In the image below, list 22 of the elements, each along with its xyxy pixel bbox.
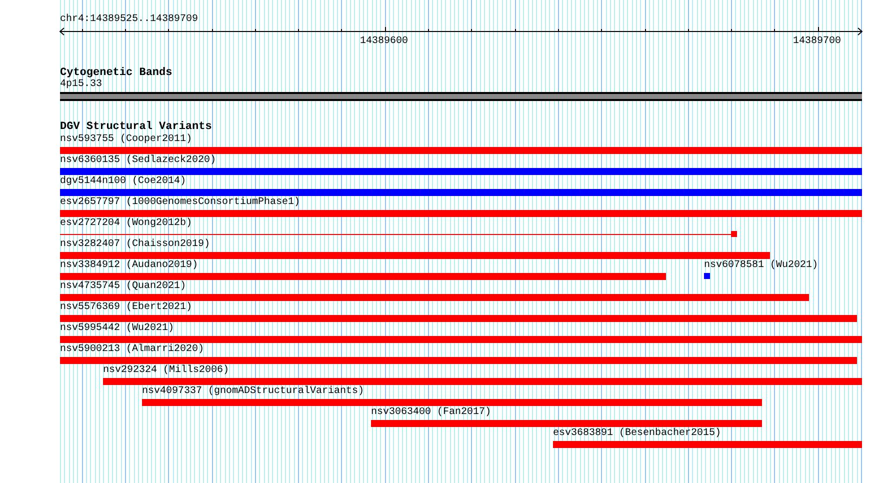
variant-label: nsv3282407 (Chaisson2019) [60, 239, 210, 251]
track-heading: Cytogenetic Bands [60, 67, 172, 79]
variant-label: nsv3063400 (Fan2017) [371, 407, 492, 419]
variant-label: nsv4735745 (Quan2021) [60, 281, 186, 293]
track-heading: DGV Structural Variants [60, 121, 212, 133]
variant-label: esv2727204 (Wong2012b) [60, 218, 192, 230]
variant-label: esv3683891 (Besenbacher2015) [553, 428, 722, 440]
tick-label: 14389600 [360, 36, 408, 48]
variant-label: nsv5995442 (Wu2021) [60, 323, 174, 335]
variant-label: esv2657797 (1000GenomesConsortiumPhase1) [60, 197, 300, 209]
variant-label: nsv3384912 (Audano2019) [60, 260, 198, 272]
coordinate-range: chr4:14389525..14389709 [60, 14, 198, 26]
variant-label: nsv5576369 (Ebert2021) [60, 302, 192, 314]
variant-label: nsv5900213 (Almarri2020) [60, 344, 204, 356]
variant-label: nsv6360135 (Sedlazeck2020) [60, 155, 216, 167]
variant-label: nsv4097337 (gnomADStructuralVariants) [142, 386, 364, 398]
variant-label: nsv593755 (Cooper2011) [60, 134, 192, 146]
variant-label: nsv6078581 (Wu2021) [704, 260, 818, 272]
band-label: 4p15.33 [60, 79, 102, 91]
tick-label: 14389700 [793, 36, 842, 48]
variant-label: dgv5144n100 (Coe2014) [60, 176, 186, 188]
variant-label: nsv292324 (Mills2006) [103, 365, 230, 377]
